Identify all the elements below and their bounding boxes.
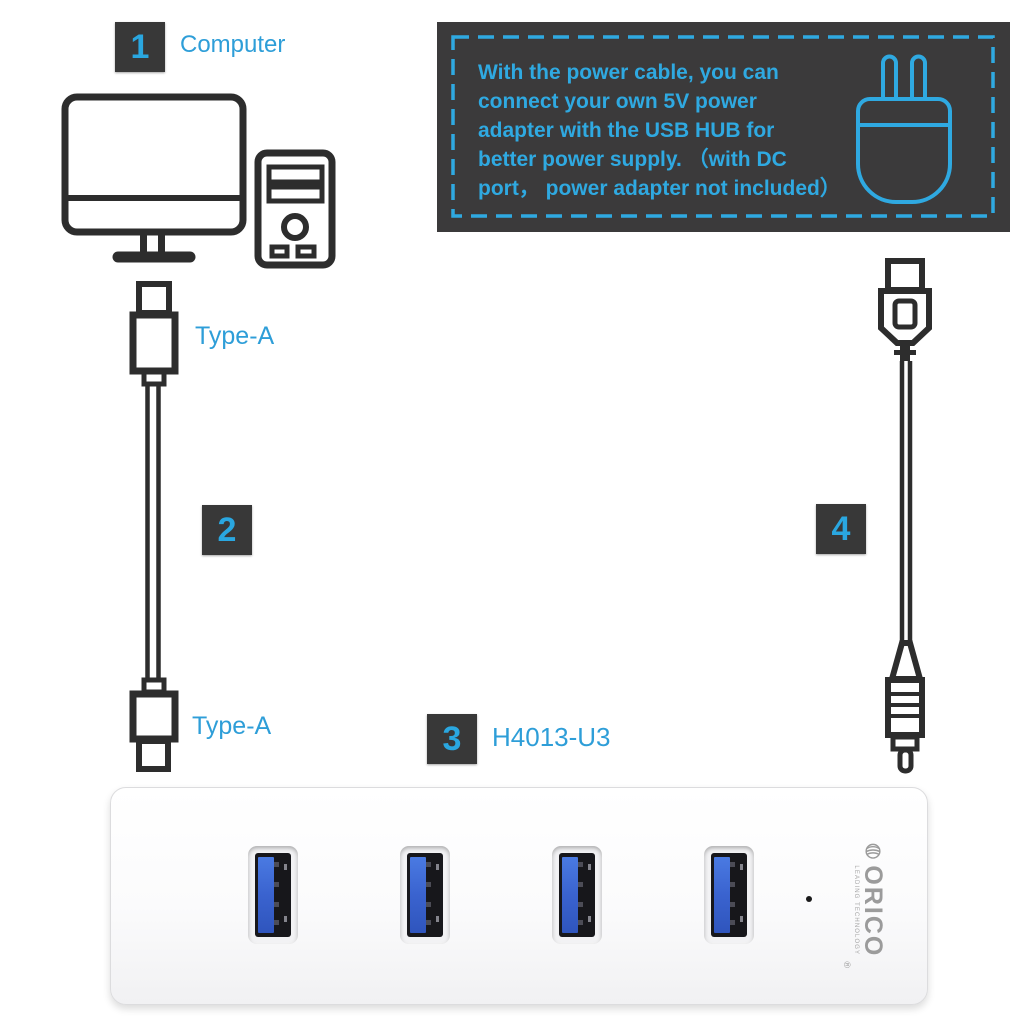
type-a-top-label: Type-A [195,322,275,350]
usb-port-blue-tab [714,857,730,933]
orico-logo-tagline: LEADING TECHNOLOGY [853,865,859,956]
usb-a-to-a-cable-icon [129,281,179,772]
type-a-bottom-label: Type-A [192,712,272,740]
power-note-box: With the power cable, you can connect yo… [437,22,1010,232]
dc-plug-icon [888,640,924,682]
globe-icon [865,843,881,859]
usb-port [552,846,602,944]
usb-port-slot [407,853,443,937]
usb-type-a-connector-bottom-icon [129,690,179,743]
step-3-badge: 3 [427,714,477,764]
usb-port-slot [255,853,291,937]
usb-port-blue-tab [562,857,578,933]
step-4-badge: 4 [816,504,866,554]
usb-port-slot [559,853,595,937]
orico-logo: ORICO LEADING TECHNOLOGY ® [840,843,887,968]
step-number: 1 [130,27,150,66]
step-2-badge: 2 [202,505,252,555]
power-cable-icon [878,258,932,774]
usb-hub: ORICO LEADING TECHNOLOGY ® [110,787,928,1005]
usb-port [704,846,754,944]
note-line: connect your own 5V power [478,90,757,113]
note-line: With the power cable, you can [478,61,779,84]
step-number: 2 [217,510,237,549]
dashed-border [451,35,995,218]
usb-port-blue-tab [410,857,426,933]
usb-type-a-connector-top-icon [136,281,172,316]
note-line: port， power adapter not included） [478,177,841,200]
step-1-badge: 1 [115,22,165,72]
power-note-text: With the power cable, you can connect yo… [478,58,878,203]
note-line: adapter with the USB HUB for [478,119,775,142]
usb-plug-icon [885,258,925,293]
computer-label: Computer [180,31,286,58]
computer-icon [61,93,336,269]
registered-mark: ® [842,961,852,968]
usb-port-slot [711,853,747,937]
orico-logo-text: ORICO [859,865,887,958]
step-number: 3 [442,719,462,758]
usb-port-blue-tab [258,857,274,933]
led-indicator [806,896,812,902]
step-number: 4 [831,509,851,548]
power-adapter-icon [856,54,952,204]
desktop-tower-icon [254,149,336,269]
usb-port [400,846,450,944]
monitor-icon [61,93,247,236]
model-label: H4013-U3 [492,722,611,752]
usb-port [248,846,298,944]
note-line: better power supply. （with DC [478,148,787,171]
